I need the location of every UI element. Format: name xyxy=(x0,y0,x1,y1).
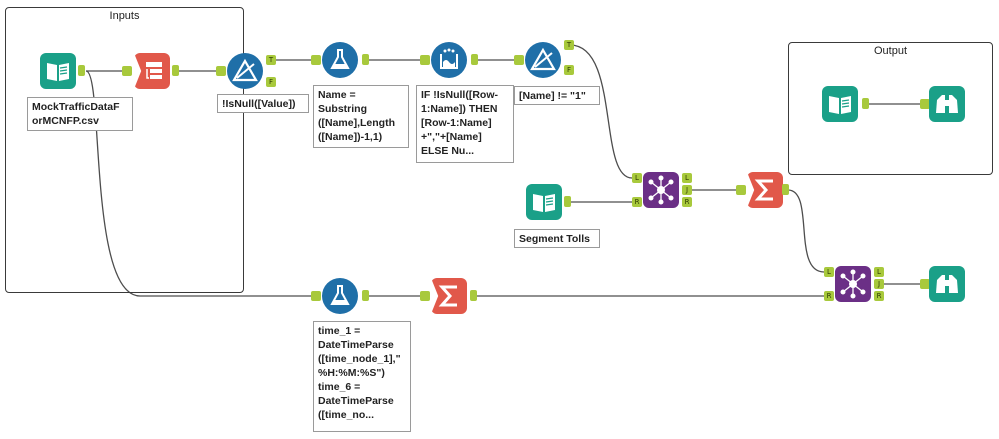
binoculars-icon xyxy=(936,275,958,293)
join2-right-anchor[interactable]: R xyxy=(824,291,834,301)
output-input-data-output-anchor[interactable] xyxy=(862,98,869,109)
join1-right-anchor[interactable]: R xyxy=(632,197,642,207)
select-output-anchor[interactable] xyxy=(172,65,179,76)
segment-tolls-output-anchor[interactable] xyxy=(564,196,571,207)
join1-left-output-anchor[interactable]: L xyxy=(682,173,692,183)
join2-left-anchor[interactable]: L xyxy=(824,267,834,277)
formula1-input-anchor[interactable] xyxy=(311,55,321,65)
filter1-tool[interactable] xyxy=(227,53,263,89)
segment-tolls-annotation: Segment Tolls xyxy=(514,229,600,248)
filter2-annotation: [Name] != "1" xyxy=(514,86,600,105)
formula2-tool[interactable] xyxy=(322,278,358,314)
browse2-tool[interactable] xyxy=(929,266,965,302)
filter1-false-anchor[interactable]: F xyxy=(266,77,276,87)
filter1-input-anchor[interactable] xyxy=(216,66,226,76)
join-network-icon xyxy=(840,269,866,299)
inputs-container-title: Inputs xyxy=(109,10,140,22)
join1-right-output-anchor[interactable]: R xyxy=(682,197,692,207)
book-icon xyxy=(47,63,69,81)
filter1-annotation: !IsNull([Value]) xyxy=(217,94,309,113)
input-data-tool[interactable] xyxy=(40,53,76,89)
formula2-annotation: time_1 = DateTimeParse ([time_node_1]," … xyxy=(313,321,411,432)
binoculars-icon xyxy=(936,95,958,113)
filter-triangle-icon xyxy=(530,47,556,71)
input-data-annotation: MockTrafficDataF orMCNFP.csv xyxy=(27,97,133,131)
select-table-icon xyxy=(146,62,162,79)
connection-input-formula2[interactable] xyxy=(85,70,313,297)
summarize1-tool[interactable] xyxy=(747,172,783,208)
formula1-tool[interactable] xyxy=(322,42,358,78)
multirow-formula-tool[interactable] xyxy=(431,42,467,78)
book-icon xyxy=(533,194,555,212)
filter2-true-anchor[interactable]: T xyxy=(564,40,574,50)
summarize2-output-anchor[interactable] xyxy=(470,290,477,301)
output-container[interactable]: Output xyxy=(788,42,993,175)
join2-join-output-anchor[interactable]: J xyxy=(874,279,884,289)
multirow-formula-icon xyxy=(440,48,458,69)
browse1-input-anchor[interactable] xyxy=(920,99,930,109)
summarize2-input-anchor[interactable] xyxy=(420,291,430,301)
filter2-tool[interactable] xyxy=(525,42,561,78)
segment-tolls-input-tool[interactable] xyxy=(526,184,562,220)
flask-icon xyxy=(330,285,350,305)
connection-summarize1-join2[interactable] xyxy=(787,189,825,273)
sigma-icon xyxy=(438,285,457,307)
join2-right-output-anchor[interactable]: R xyxy=(874,291,884,301)
formula2-input-anchor[interactable] xyxy=(311,291,321,301)
formula1-annotation: Name = Substring ([Name],Length ([Name])… xyxy=(313,85,409,148)
join2-left-output-anchor[interactable]: L xyxy=(874,267,884,277)
join1-left-anchor[interactable]: L xyxy=(632,173,642,183)
multirow-output-anchor[interactable] xyxy=(471,54,478,65)
join1-join-output-anchor[interactable]: J xyxy=(682,185,692,195)
filter1-true-anchor[interactable]: T xyxy=(266,55,276,65)
select-input-anchor[interactable] xyxy=(122,66,132,76)
flask-icon xyxy=(330,49,350,69)
connection-filter2-join1[interactable] xyxy=(569,44,633,179)
browse2-input-anchor[interactable] xyxy=(920,279,930,289)
summarize1-input-anchor[interactable] xyxy=(736,185,746,195)
formula1-output-anchor[interactable] xyxy=(362,54,369,65)
output-input-data-tool[interactable] xyxy=(822,86,858,122)
filter-triangle-icon xyxy=(232,58,258,82)
join1-tool[interactable] xyxy=(643,172,679,208)
multirow-annotation: IF !IsNull([Row- 1:Name]) THEN [Row-1:Na… xyxy=(416,85,514,163)
filter2-input-anchor[interactable] xyxy=(514,55,524,65)
join2-tool[interactable] xyxy=(835,266,871,302)
filter2-false-anchor[interactable]: F xyxy=(564,65,574,75)
join-network-icon xyxy=(648,175,674,205)
browse1-tool[interactable] xyxy=(929,86,965,122)
input-data-output-anchor[interactable] xyxy=(78,65,85,76)
multirow-input-anchor[interactable] xyxy=(420,55,430,65)
book-icon xyxy=(829,96,851,114)
formula2-output-anchor[interactable] xyxy=(362,290,369,301)
sigma-icon xyxy=(754,179,773,201)
output-container-title: Output xyxy=(873,45,908,57)
inputs-container[interactable]: Inputs xyxy=(5,7,244,293)
summarize1-output-anchor[interactable] xyxy=(782,184,789,195)
